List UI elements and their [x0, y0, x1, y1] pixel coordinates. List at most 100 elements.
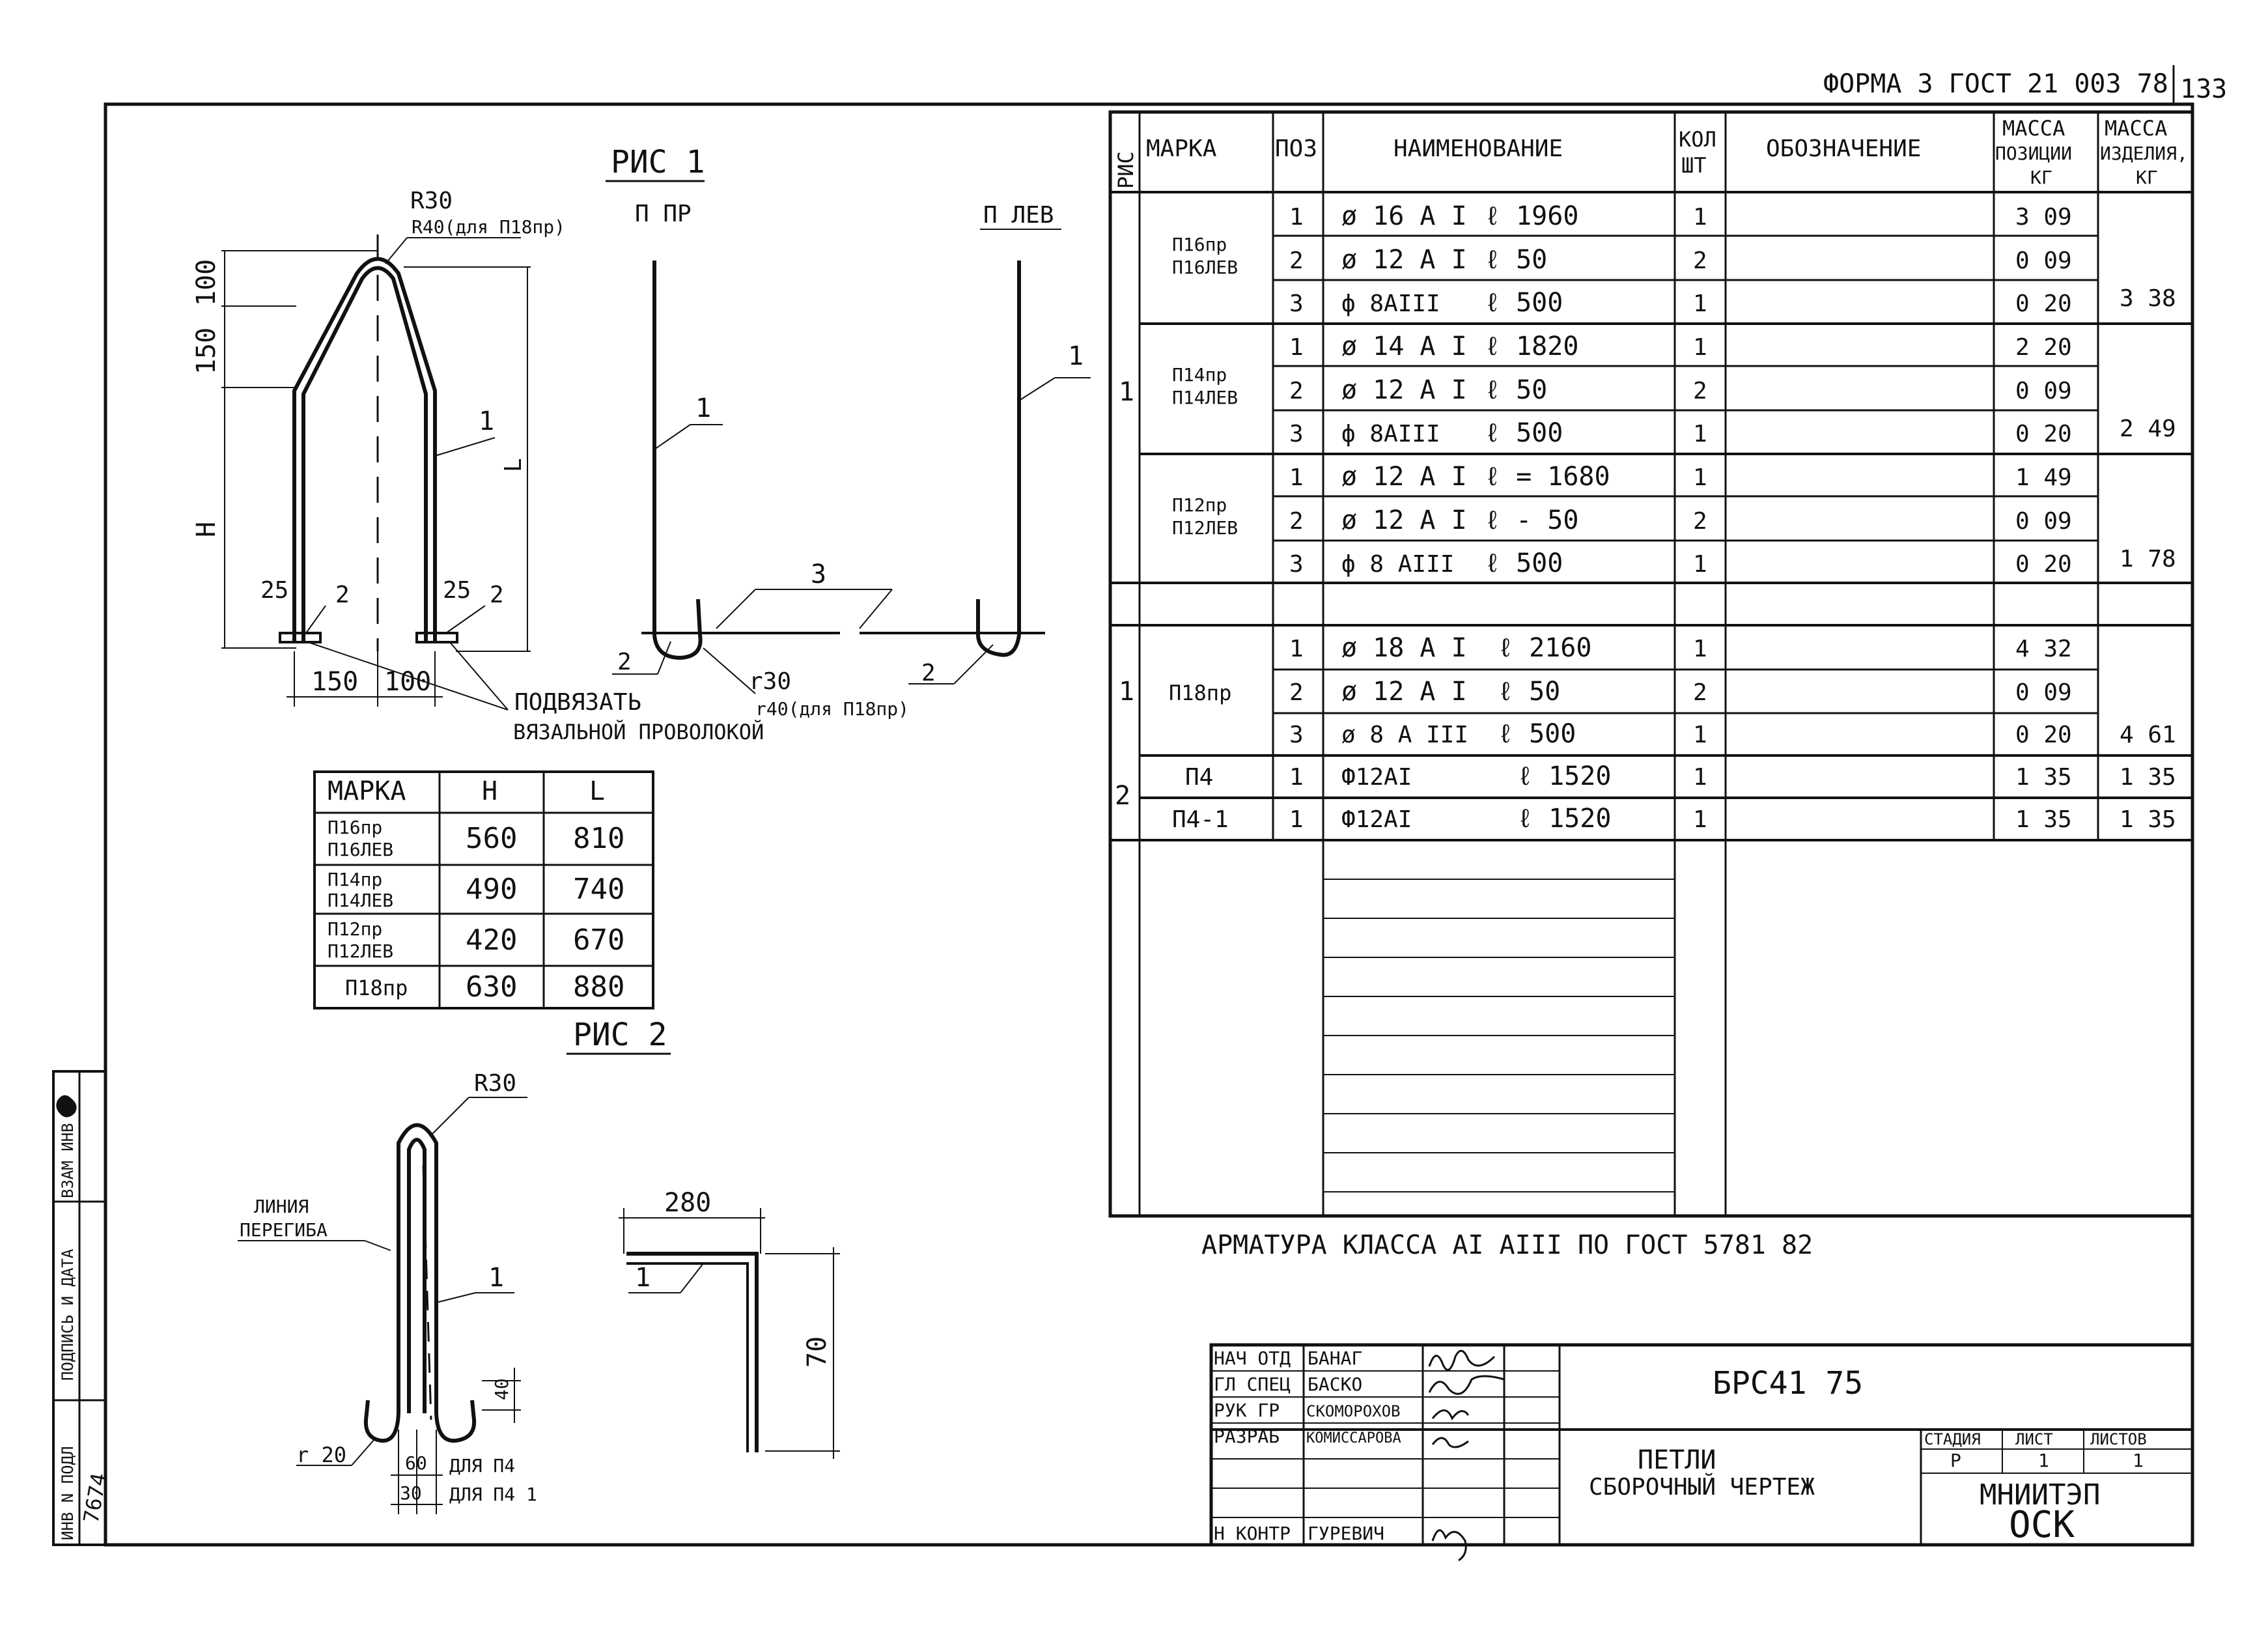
spec-len: ℓ 50 — [1485, 245, 1547, 275]
signature-4 — [1431, 1437, 1469, 1448]
spec-single-dia: Ф12АI — [1341, 764, 1412, 791]
tb-role: НАЧ ОТД — [1214, 1347, 1291, 1369]
fig1-mark-l: L — [500, 458, 527, 472]
spec-mass: 0 09 — [2015, 508, 2072, 535]
spec-poz: 3 — [1289, 421, 1304, 447]
title-block: НАЧ ОТД БАНАГ ГЛ СПЕЦ БАСКО РУК ГР СКОМО… — [1209, 1343, 2194, 1562]
tb-org-1: МНИИТЭП — [1980, 1478, 2100, 1512]
spec-poz: 2 — [1289, 378, 1304, 404]
fig2-for-p4: ДЛЯ П4 — [449, 1455, 515, 1476]
spec-single-poz: 1 — [1289, 806, 1304, 833]
fig2-bend-line-2: ПЕРЕГИБА — [240, 1219, 328, 1241]
tb-doc-title-2: СБОРОЧНЫЙ ЧЕРТЕЖ — [1589, 1473, 1815, 1501]
signature-2 — [1428, 1375, 1505, 1395]
spec-len: ℓ 1960 — [1485, 201, 1578, 231]
fig1-dim-150: 150 — [191, 328, 221, 374]
spec-header-name: НАИМЕНОВАНИЕ — [1393, 135, 1563, 162]
fig2-dim-280: 280 — [664, 1188, 711, 1218]
spec-len: ℓ = 1680 — [1485, 462, 1610, 492]
dims-row-mark: П12пр — [328, 918, 382, 940]
spec-mass: 0 09 — [2015, 679, 2072, 706]
dims-row-mark: П12ЛЕВ — [328, 940, 393, 962]
fig2-dim-70: 70 — [802, 1336, 832, 1368]
tb-sheet: 1 — [2038, 1450, 2049, 1471]
spec-header-designation: ОБОЗНАЧЕНИЕ — [1766, 135, 1921, 162]
spec-group-mark: П18пр — [1169, 681, 1231, 705]
spec-poz: 1 — [1289, 464, 1304, 491]
spec-len: ℓ 500 — [1485, 418, 1563, 448]
spec-poz: 2 — [1289, 679, 1304, 706]
fig2-radius: R30 — [474, 1070, 516, 1097]
spec-poz: 3 — [1289, 290, 1304, 317]
signature-5 — [1431, 1529, 1467, 1562]
stamp-inv-no: ИНВ N ПОДЛ — [59, 1446, 77, 1541]
tb-name: СКОМОРОХОВ — [1306, 1402, 1401, 1420]
spec-len: ℓ 1820 — [1485, 331, 1578, 361]
fig2-bend-line-1: ЛИНИЯ — [254, 1196, 309, 1217]
spec-qty: 2 — [1693, 508, 1707, 535]
spec-mass: 3 09 — [2015, 204, 2072, 231]
spec-dia: ø 12 А I — [1341, 505, 1467, 535]
tb-code: БРС41 75 — [1713, 1365, 1863, 1402]
spec-header-marka: МАРКА — [1146, 135, 1217, 162]
fig1-dim-25a: 25 — [260, 577, 288, 604]
reinforcement-note: АРМАТУРА КЛАССА АI АIII ПО ГОСТ 5781 82 — [1201, 1230, 1813, 1260]
fig1-dim-25b: 25 — [443, 577, 471, 604]
tb-name: КОМИССАРОВА — [1306, 1430, 1401, 1446]
spec-qty: 1 — [1693, 722, 1707, 748]
spec-len: ℓ 50 — [1485, 375, 1547, 405]
spec-dia: ø 18 А I — [1341, 633, 1467, 663]
spec-header-poz: ПОЗ — [1275, 135, 1317, 162]
spec-mass: 4 32 — [2015, 636, 2072, 662]
tb-role: РУК ГР — [1214, 1400, 1280, 1421]
spec-group-mark: П16пр — [1172, 234, 1227, 255]
fig1-pos-1c: 1 — [1068, 341, 1084, 371]
stamp-replace: ВЗАМ ИНВ N — [59, 1105, 77, 1199]
spec-mass: 0 20 — [2015, 421, 2072, 447]
fig2-r20: r 20 — [296, 1443, 346, 1467]
fig1-dim-h: H — [191, 522, 221, 537]
drawing-frame — [104, 102, 2194, 1547]
spec-dia: ф 8 АIII — [1341, 551, 1454, 578]
spec-poz: 1 — [1289, 334, 1304, 361]
figure-2: РИС 2 R30 ЛИНИЯ ПЕРЕГИБА 1 r 20 40 60 — [238, 1017, 840, 1514]
spec-qty: 1 — [1693, 551, 1707, 578]
fig1-pos-2d: 2 — [921, 660, 936, 686]
spec-mass: 2 20 — [2015, 334, 2072, 361]
spec-item-mass: 1 78 — [2120, 546, 2176, 572]
fig1-title: РИС 1 — [611, 144, 705, 180]
spec-dia: ø 12 А I — [1341, 677, 1467, 707]
tb-role: РАЗРАБ — [1214, 1426, 1280, 1447]
spec-poz: 1 — [1289, 204, 1304, 231]
fig1-r30-note: r30 — [749, 668, 791, 695]
spec-single-mass: 1 35 — [2015, 806, 2072, 833]
spec-qty: 1 — [1693, 464, 1707, 491]
fig1-view-left: П ЛЕВ — [983, 202, 1054, 229]
dims-row-h: 630 — [466, 970, 517, 1004]
spec-header-mass-pos-1: МАССА — [2002, 116, 2065, 141]
fig1-pos-2a: 2 — [335, 582, 350, 608]
fig1-pos-1b: 1 — [695, 393, 711, 423]
spec-header-mass-item-3: КГ — [2136, 167, 2158, 188]
dims-row-mark: П14ЛЕВ — [328, 890, 393, 911]
spec-len: ℓ 500 — [1485, 548, 1563, 578]
side-stamp: ИНВ N ПОДЛ ПОДПИСЬ И ДАТА ВЗАМ ИНВ N 767… — [52, 1070, 111, 1546]
fig1-pos-2c: 2 — [617, 649, 632, 675]
spec-len: ℓ 500 — [1485, 288, 1563, 318]
spec-header-ris: РИС — [1113, 151, 1138, 189]
fig2-dim-30: 30 — [400, 1482, 422, 1504]
spec-dia: ф 8АIII — [1341, 421, 1440, 447]
fig1-dim-bottom-150: 150 — [311, 667, 358, 697]
tb-stage-label: СТАДИЯ — [1924, 1430, 1981, 1448]
spec-poz: 1 — [1289, 636, 1304, 662]
spec-single-qty: 1 — [1693, 806, 1707, 833]
dims-header-mark: МАРКА — [328, 776, 406, 806]
spec-dia: ф 8АIII — [1341, 290, 1440, 317]
fig2-for-p4-1: ДЛЯ П4 1 — [449, 1484, 537, 1505]
spec-single-mass: 1 35 — [2015, 764, 2072, 791]
spec-dia: ø 16 А I — [1341, 201, 1467, 231]
spec-single-len: ℓ 1520 — [1517, 761, 1611, 791]
dims-row-l: 740 — [573, 873, 624, 906]
spec-poz: 2 — [1289, 508, 1304, 535]
spec-dia: ø 8 А III — [1341, 722, 1468, 748]
